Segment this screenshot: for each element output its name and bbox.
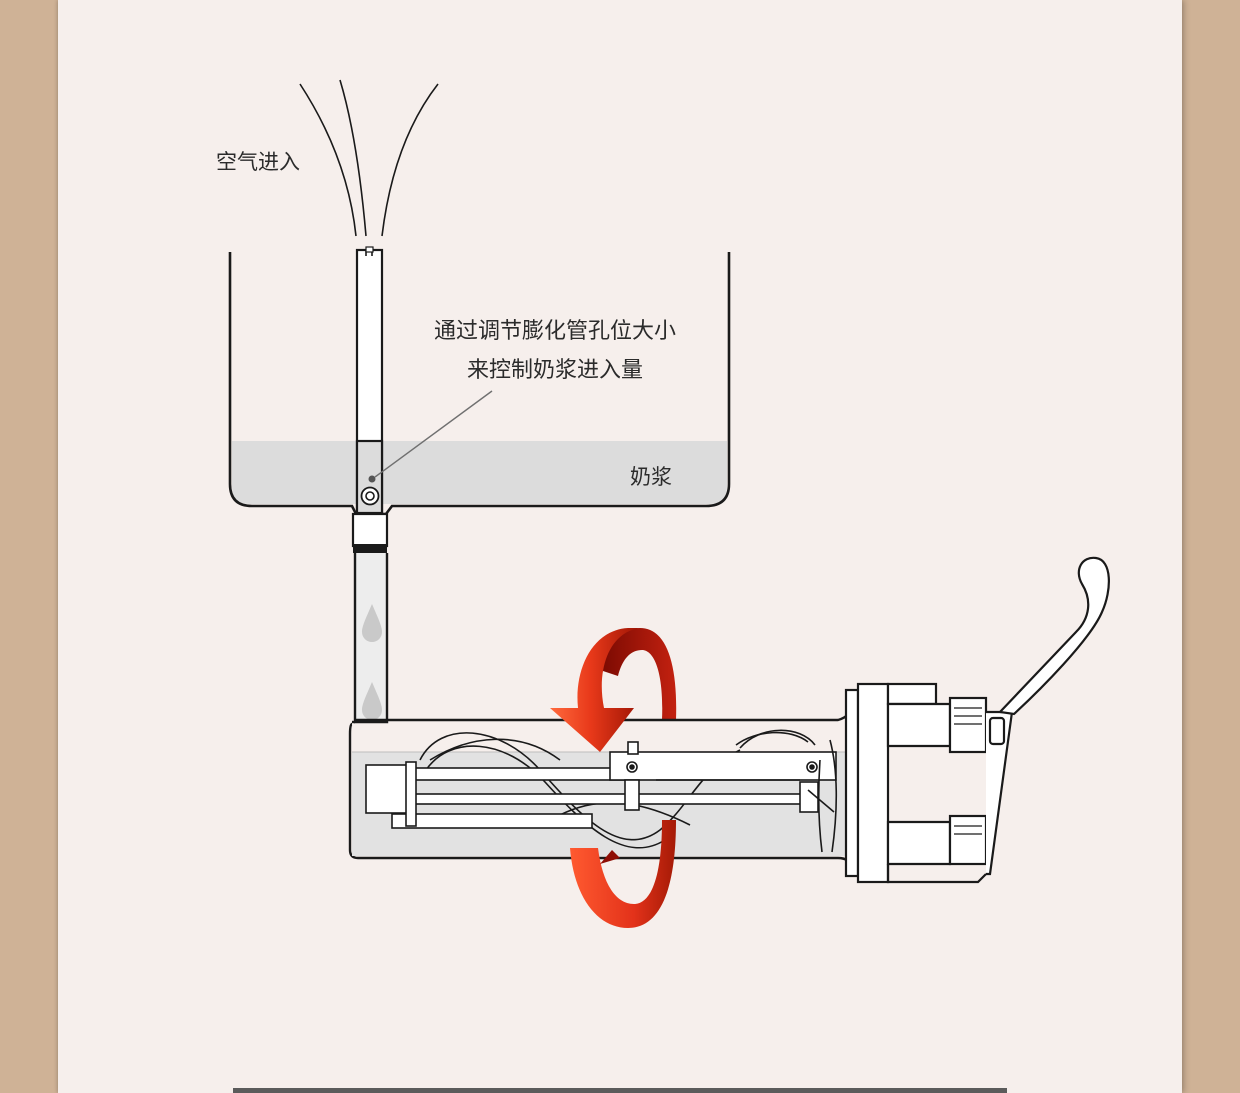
air-in-label: 空气进入 [216, 150, 300, 174]
mixing-chamber [348, 694, 854, 876]
droplet-icon [362, 604, 382, 642]
adjustment-note-line-1: 通过调节膨化管孔位大小 [433, 319, 676, 344]
bottom-divider [233, 1088, 1007, 1093]
valve-block [844, 682, 1014, 884]
milk-liquid [232, 441, 727, 504]
droplet-icon [362, 682, 382, 720]
adjustment-note-line-2: 来控制奶浆进入量 [466, 358, 643, 383]
callout-line [374, 390, 493, 478]
milk-label: 奶浆 [630, 465, 672, 489]
handle-lever-icon[interactable] [997, 556, 1110, 716]
rotation-arrow-icon [600, 628, 677, 720]
rotation-arrow-icon [550, 628, 676, 928]
adjustment-note: 通过调节膨化管孔位大小 来控制奶浆进入量 [400, 312, 710, 390]
air-stream-icon [299, 79, 439, 237]
tube-hole-icon [360, 486, 380, 506]
feed-pipe [351, 512, 389, 724]
aeration-tube [355, 246, 384, 515]
